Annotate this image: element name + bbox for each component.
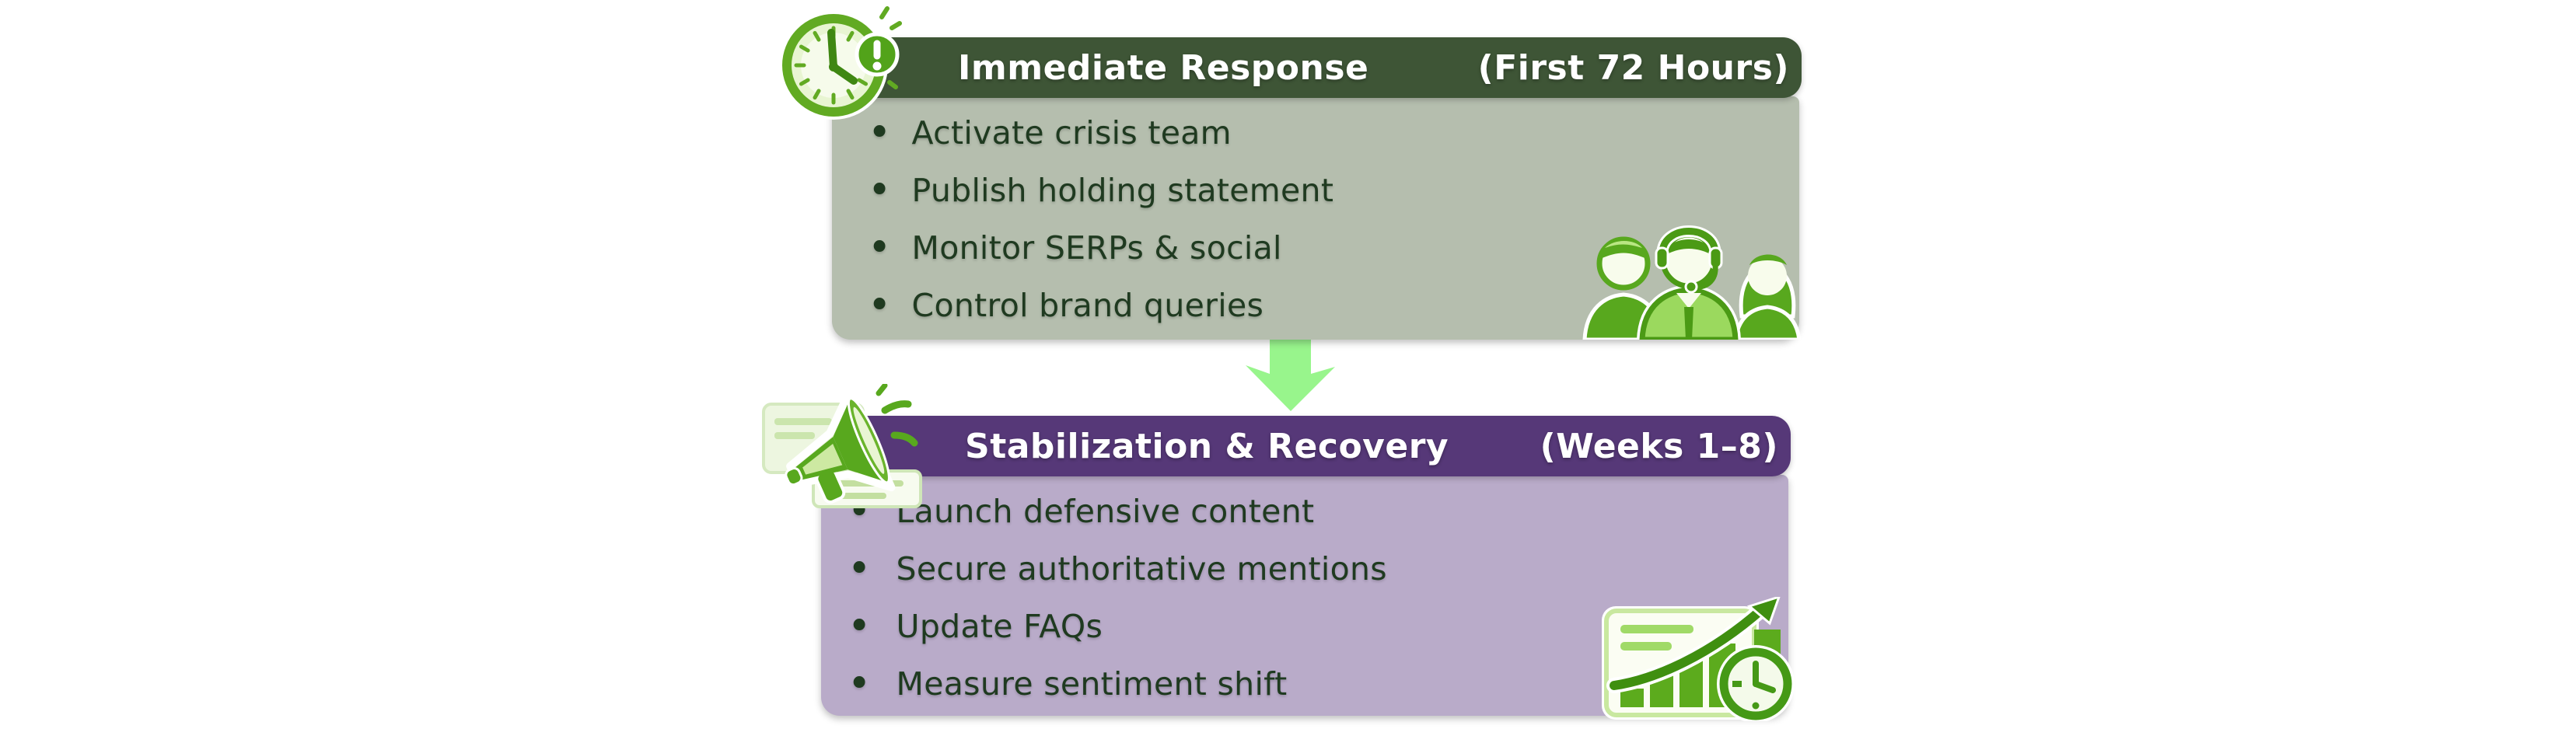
megaphone-icon: [762, 384, 922, 508]
bullet-item: Measure sentiment shift: [848, 655, 1788, 713]
down-arrow-icon: [1246, 338, 1335, 411]
bullet-item: Update FAQs: [848, 598, 1788, 655]
bullet-list: Activate crisis team Publish holding sta…: [832, 96, 1799, 334]
stabilization-recovery-header: Stabilization & Recovery (Weeks 1–8): [819, 416, 1791, 476]
alarm-clock-icon: [779, 6, 902, 120]
card-title: Immediate Response: [958, 47, 1369, 88]
bullet-item: Control brand queries: [868, 277, 1799, 334]
bullet-list: Launch defensive content Secure authorit…: [821, 475, 1788, 713]
immediate-response-header: Immediate Response (First 72 Hours): [830, 37, 1802, 98]
bullet-item: Publish holding statement: [868, 162, 1799, 219]
growth-chart-clock-icon: [1602, 597, 1795, 721]
bullet-item: Launch defensive content: [848, 483, 1788, 540]
card-title: Stabilization & Recovery: [965, 426, 1449, 466]
bullet-item: Monitor SERPs & social: [868, 219, 1799, 277]
bullet-item: Secure authoritative mentions: [848, 540, 1788, 598]
card-timeframe: (First 72 Hours): [1477, 47, 1789, 88]
bullet-item: Activate crisis team: [868, 104, 1799, 162]
support-team-icon: [1582, 225, 1801, 340]
card-timeframe: (Weeks 1–8): [1540, 426, 1778, 466]
